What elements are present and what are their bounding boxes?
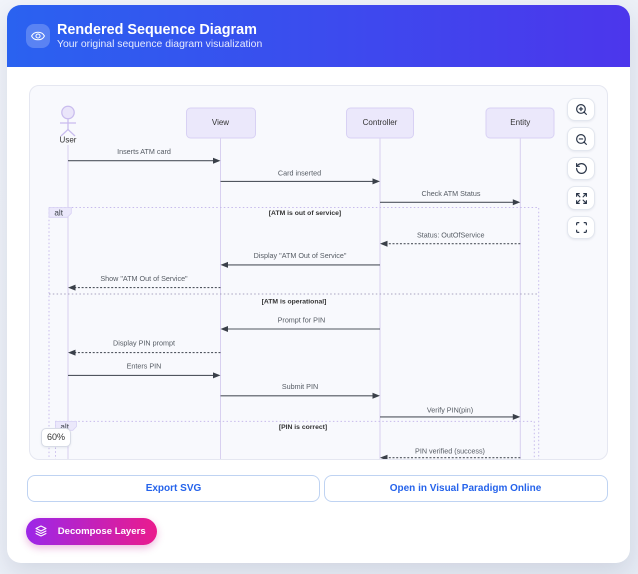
svg-text:alt: alt — [54, 209, 63, 218]
svg-text:Check ATM Status: Check ATM Status — [422, 189, 481, 198]
svg-text:Prompt for PIN: Prompt for PIN — [278, 316, 326, 325]
svg-text:[PIN is correct]: [PIN is correct] — [279, 424, 327, 431]
svg-text:[ATM is out of service]: [ATM is out of service] — [269, 210, 341, 217]
svg-text:Card inserted: Card inserted — [278, 169, 321, 178]
svg-text:Controller: Controller — [363, 118, 398, 127]
svg-text:View: View — [212, 118, 229, 127]
svg-text:Enters PIN: Enters PIN — [127, 362, 162, 371]
svg-text:Submit PIN: Submit PIN — [282, 382, 318, 391]
svg-text:Entity: Entity — [510, 118, 530, 127]
svg-text:[ATM is operational]: [ATM is operational] — [262, 299, 327, 306]
svg-text:Display "ATM Out of Service": Display "ATM Out of Service" — [254, 251, 347, 260]
svg-text:User: User — [60, 136, 77, 145]
svg-text:alt: alt — [60, 422, 69, 431]
svg-text:Status: OutOfService: Status: OutOfService — [417, 231, 485, 240]
svg-text:Display PIN prompt: Display PIN prompt — [113, 339, 175, 348]
svg-text:PIN verified (success): PIN verified (success) — [415, 446, 485, 455]
svg-text:Inserts ATM card: Inserts ATM card — [117, 147, 171, 156]
svg-text:Show "ATM Out of Service": Show "ATM Out of Service" — [100, 274, 188, 283]
svg-text:Verify PIN(pin): Verify PIN(pin) — [427, 406, 473, 415]
